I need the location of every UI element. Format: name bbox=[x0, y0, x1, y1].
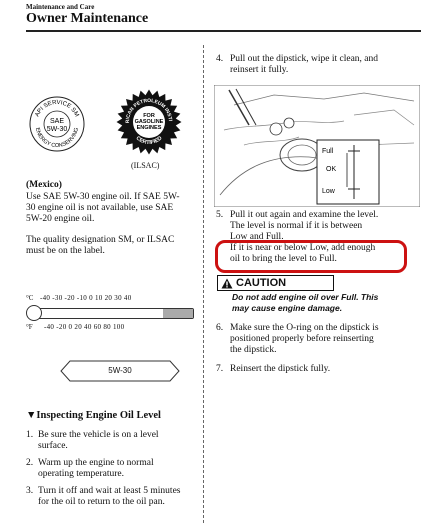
oil-grade-banner: 5W-30 bbox=[60, 360, 180, 382]
step-text: surface. bbox=[38, 441, 68, 451]
header-rule bbox=[26, 30, 421, 32]
thermometer-bulb bbox=[26, 305, 42, 321]
fahrenheit-unit: °F bbox=[26, 323, 33, 331]
ilsac-starburst-seal: AMERICAN PETROLEUM INSTITUTE CERTIFIED F… bbox=[114, 85, 182, 155]
api-service-seal: API SERVICE SM ENERGY CONSERVING SAE 5W-… bbox=[29, 96, 85, 152]
thermometer-tube bbox=[34, 308, 194, 319]
step-number: 4. bbox=[216, 54, 224, 64]
page-title: Owner Maintenance bbox=[26, 11, 149, 26]
step-text: Be sure the vehicle is on a level bbox=[38, 430, 159, 440]
caution-text: Do not add engine oil over Full. This ma… bbox=[232, 292, 412, 314]
step-number: 1. bbox=[26, 430, 34, 440]
ilsac-center-line2: GASOLINE bbox=[135, 119, 164, 125]
mexico-line: 5W-20 engine oil. bbox=[26, 214, 95, 224]
step-text: Reinsert the dipstick fully. bbox=[230, 364, 331, 374]
step-text: the dipstick. bbox=[230, 345, 277, 355]
step-number: 2. bbox=[26, 458, 34, 468]
section-label: Maintenance and Care bbox=[26, 3, 95, 11]
step-number: 6. bbox=[216, 323, 224, 333]
full-label: Full bbox=[322, 148, 334, 155]
column-divider bbox=[203, 45, 205, 523]
fahrenheit-ticks: -40 -20 0 20 40 60 80 100 bbox=[44, 323, 125, 331]
step-text: Warm up the engine to normal bbox=[38, 458, 154, 468]
step-text: Low and Full. bbox=[230, 232, 284, 239]
inspect-heading: ▼Inspecting Engine Oil Level bbox=[26, 410, 161, 421]
thermometer-fill bbox=[163, 309, 193, 318]
step-text: Make sure the O-ring on the dipstick is bbox=[230, 323, 379, 333]
step-text: The level is normal if it is between bbox=[230, 221, 363, 231]
mexico-line: 30 engine oil is not available, use SAE bbox=[26, 203, 174, 213]
step-text: positioned properly before reinserting bbox=[230, 334, 374, 344]
step-text: for the oil to return to the oil pan. bbox=[38, 497, 165, 507]
celsius-unit: °C bbox=[26, 294, 34, 302]
ok-label: OK bbox=[326, 166, 336, 173]
oil-grade-label: 5W-30 bbox=[108, 366, 132, 375]
svg-text:CERTIFIED: CERTIFIED bbox=[135, 135, 164, 146]
step-text: Pull it out again and examine the level. bbox=[230, 210, 379, 220]
ilsac-bottom-text: CERTIFIED bbox=[135, 135, 164, 146]
caution-line: Do not add engine oil over Full. This bbox=[232, 292, 379, 302]
ilsac-caption: (ILSAC) bbox=[131, 161, 160, 170]
mexico-heading: (Mexico) bbox=[26, 180, 62, 190]
highlight-line: If it is near or below Low, add enough bbox=[230, 243, 376, 253]
quality-line: The quality designation SM, or ILSAC bbox=[26, 235, 175, 245]
step-text: operating temperature. bbox=[38, 469, 124, 479]
red-highlight-box bbox=[215, 240, 407, 273]
step-number: 5. bbox=[216, 210, 224, 220]
step-number: 7. bbox=[216, 364, 224, 374]
caution-label: CAUTION bbox=[217, 275, 334, 291]
caution-line: may cause engine damage. bbox=[232, 303, 343, 313]
api-center-line2: 5W-30 bbox=[47, 126, 68, 133]
ilsac-center-line1: FOR bbox=[143, 113, 155, 119]
low-label: Low bbox=[322, 188, 336, 195]
step-text: Pull out the dipstick, wipe it clean, an… bbox=[230, 54, 379, 64]
temperature-thermometer: °C -40 -30 -20 -10 0 10 20 30 40 °F -40 … bbox=[26, 293, 196, 337]
warning-triangle-icon bbox=[221, 278, 233, 288]
ilsac-center-line3: ENGINES bbox=[137, 125, 162, 131]
mexico-line: Use SAE 5W-30 engine oil. If SAE 5W- bbox=[26, 192, 180, 202]
celsius-ticks: -40 -30 -20 -10 0 10 20 30 40 bbox=[40, 294, 132, 302]
step-text: reinsert it fully. bbox=[230, 65, 289, 75]
quality-line: must be on the label. bbox=[26, 246, 105, 256]
highlight-line: oil to bring the level to Full. bbox=[230, 254, 337, 264]
api-center-line1: SAE bbox=[50, 118, 64, 125]
step-number: 3. bbox=[26, 486, 34, 496]
caution-word: CAUTION bbox=[236, 277, 287, 289]
dipstick-illustration: Full OK Low bbox=[213, 84, 421, 208]
step-text: Turn it off and wait at least 5 minutes bbox=[38, 486, 181, 496]
